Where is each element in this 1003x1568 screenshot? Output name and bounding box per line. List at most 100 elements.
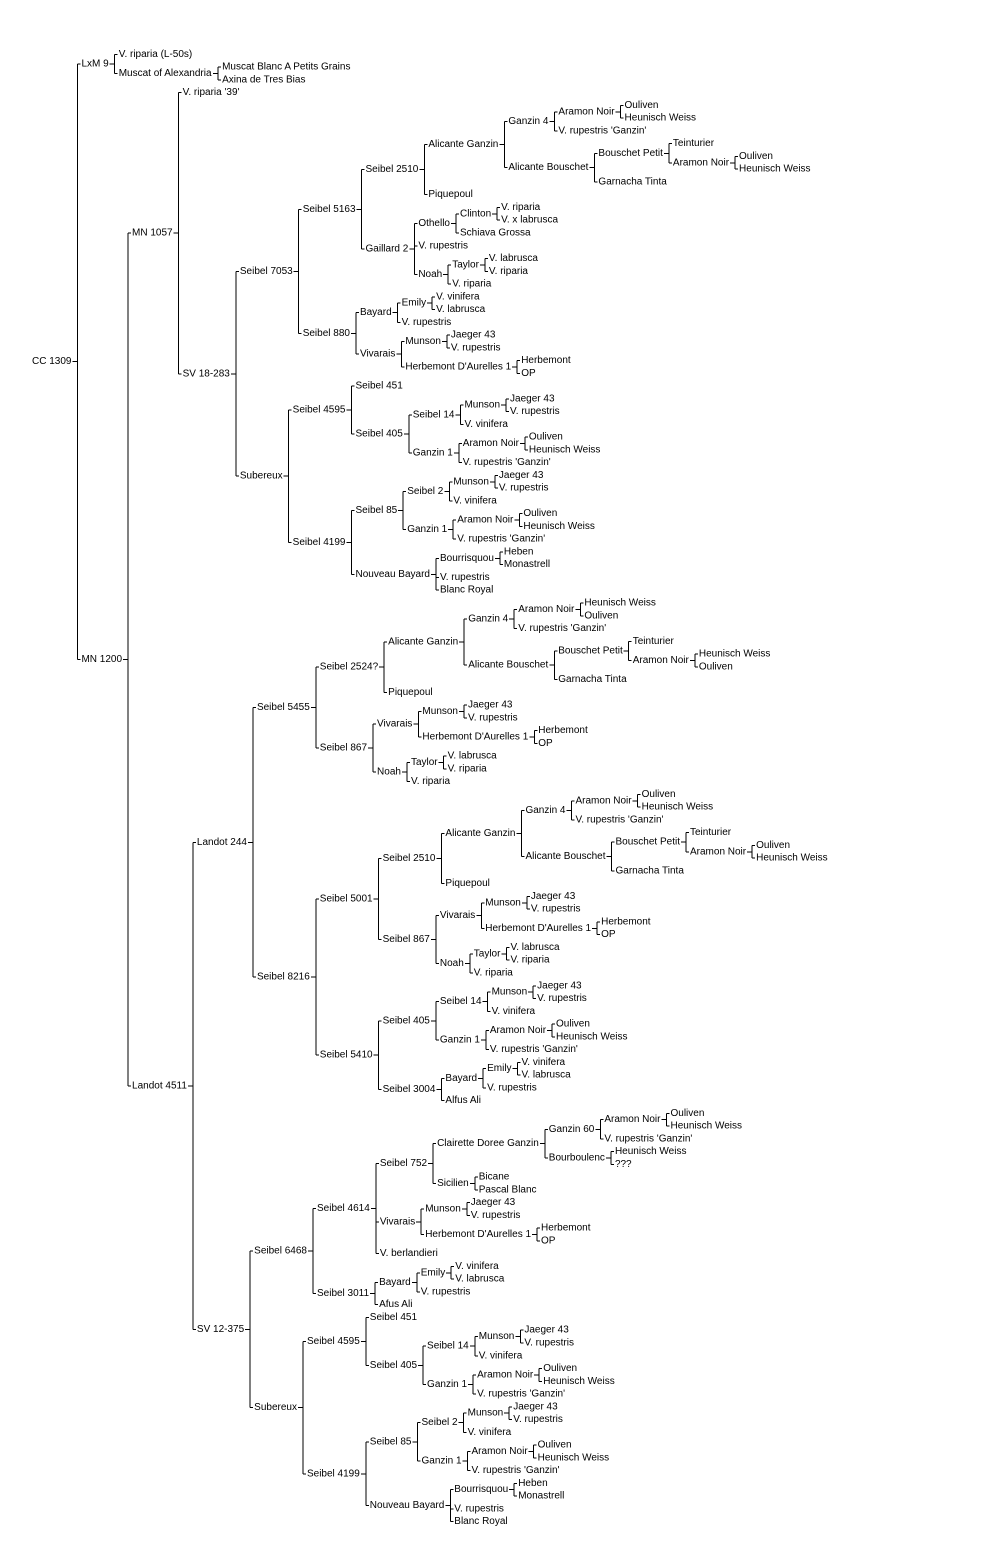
cultivar-aramon-noir: Aramon Noir: [457, 515, 514, 526]
cultivar-ouliven: Ouliven: [584, 610, 618, 621]
cultivar-jaeger-43: Jaeger 43: [451, 330, 496, 341]
cultivar-bayard: Bayard: [445, 1073, 477, 1084]
cultivar-v-vinifera: V. vinifera: [436, 291, 480, 302]
cultivar-heunisch-weiss: Heunisch Weiss: [699, 649, 771, 660]
cultivar-v-rupestris: V. rupestris: [531, 904, 581, 915]
cultivar-gaillard-2: Gaillard 2: [366, 243, 409, 254]
cultivar-seibel-867: Seibel 867: [320, 743, 368, 754]
cultivar-ganzin-1: Ganzin 1: [421, 1456, 461, 1467]
cultivar-mn-1200: MN 1200: [81, 654, 122, 665]
cultivar-bicane: Bicane: [479, 1172, 510, 1183]
cultivar-v-riparia: V. riparia: [510, 955, 550, 966]
cultivar-ouliven: Ouliven: [642, 789, 676, 800]
cultivar-heunisch-weiss: Heunisch Weiss: [556, 1031, 628, 1042]
cultivar-emily: Emily: [402, 298, 426, 309]
cultivar-teinturier: Teinturier: [690, 827, 732, 838]
cultivar-bourrisquou: Bourrisquou: [454, 1484, 508, 1495]
cultivar-v-vinifera: V. vinifera: [464, 419, 508, 430]
cultivar-ouliven: Ouliven: [529, 432, 563, 443]
cultivar-v-riparia-l-50s: V. riparia (L-50s): [119, 49, 193, 60]
cultivar-heunisch-weiss: Heunisch Weiss: [625, 113, 697, 124]
cultivar-v-rupestris-ganzin: V. rupestris 'Ganzin': [463, 457, 551, 468]
cultivar-bouschet-petit: Bouschet Petit: [558, 645, 623, 656]
cultivar-alicante-bouschet: Alicante Bouschet: [508, 162, 588, 173]
cultivar-v-riparia: V. riparia: [489, 266, 529, 277]
cultivar-v-vinifera: V. vinifera: [468, 1427, 512, 1438]
cultivar-muscat-of-alexandria: Muscat of Alexandria: [119, 68, 212, 79]
cultivar-v-riparia: V. riparia: [501, 202, 541, 213]
cultivar-nouveau-bayard: Nouveau Bayard: [370, 1500, 445, 1511]
cultivar-v-rupestris: V. rupestris: [487, 1082, 537, 1093]
cultivar-v-vinifera: V. vinifera: [455, 1261, 499, 1272]
cultivar-seibel-5410: Seibel 5410: [320, 1050, 373, 1061]
cultivar-seibel-4199: Seibel 4199: [293, 537, 346, 548]
cultivar-taylor: Taylor: [474, 948, 501, 959]
cultivar-garnacha-tinta: Garnacha Tinta: [598, 176, 667, 187]
cultivar-v-rupestris: V. rupestris: [524, 1338, 574, 1349]
cultivar-monastrell: Monastrell: [518, 1491, 564, 1502]
cultivar-v-vinifera: V. vinifera: [479, 1350, 523, 1361]
cultivar-v-rupestris: V. rupestris: [471, 1210, 521, 1221]
cultivar-sicilien: Sicilien: [437, 1178, 469, 1189]
cultivar-jaeger-43: Jaeger 43: [537, 980, 582, 991]
cultivar-ouliven: Ouliven: [739, 151, 773, 162]
cultivar-herbemont-d-aurelles-1: Herbemont D'Aurelles 1: [405, 361, 511, 372]
cultivar-sv-12-375: SV 12-375: [197, 1324, 245, 1335]
cultivar-v-labrusca: V. labrusca: [522, 1070, 572, 1081]
cultivar-munson: Munson: [492, 987, 528, 998]
cultivar-herbemont: Herbemont: [521, 355, 571, 366]
cultivar-garnacha-tinta: Garnacha Tinta: [558, 674, 627, 685]
cultivar-alicante-bouschet: Alicante Bouschet: [468, 660, 548, 671]
cultivar-seibel-6468: Seibel 6468: [254, 1246, 307, 1257]
cultivar-v-riparia-39: V. riparia '39': [183, 87, 240, 98]
cultivar-alicante-ganzin: Alicante Ganzin: [428, 139, 498, 150]
cultivar-muscat-blanc-a-petits-grains: Muscat Blanc A Petits Grains: [222, 62, 350, 73]
cultivar-v-rupestris: V. rupestris: [510, 406, 560, 417]
cultivar-v-rupestris-ganzin: V. rupestris 'Ganzin': [472, 1465, 560, 1476]
cultivar-v-labrusca: V. labrusca: [510, 942, 560, 953]
cultivar-jaeger-43: Jaeger 43: [513, 1401, 558, 1412]
cultivar-aramon-noir: Aramon Noir: [575, 795, 632, 806]
cultivar-v-rupestris: V. rupestris: [454, 1503, 504, 1514]
cultivar-herbemont-d-aurelles-1: Herbemont D'Aurelles 1: [485, 923, 591, 934]
cultivar-v-riparia: V. riparia: [448, 763, 488, 774]
cultivar-v-rupestris: V. rupestris: [418, 240, 468, 251]
cultivar-seibel-7053: Seibel 7053: [240, 266, 293, 277]
cultivar-heunisch-weiss: Heunisch Weiss: [671, 1121, 743, 1132]
cultivar-heunisch-weiss: Heunisch Weiss: [756, 853, 828, 864]
cultivar-herbemont: Herbemont: [538, 725, 588, 736]
cultivar-emily: Emily: [421, 1267, 445, 1278]
cultivar-landot-4511: Landot 4511: [132, 1080, 187, 1091]
cultivar-garnacha-tinta: Garnacha Tinta: [616, 865, 685, 876]
cultivar-v-rupestris: V. rupestris: [537, 993, 587, 1004]
cultivar-munson: Munson: [468, 1408, 504, 1419]
cultivar-clinton: Clinton: [460, 208, 491, 219]
cultivar-v-vinifera: V. vinifera: [453, 495, 497, 506]
cultivar-ganzin-4: Ganzin 4: [508, 116, 548, 127]
cultivar-alicante-ganzin: Alicante Ganzin: [388, 637, 458, 648]
cultivar-seibel-3004: Seibel 3004: [383, 1084, 436, 1095]
cultivar-v-x-labrusca: V. x labrusca: [501, 215, 558, 226]
cultivar-aramon-noir: Aramon Noir: [690, 846, 747, 857]
cultivar-blanc-royal: Blanc Royal: [440, 585, 493, 596]
cultivar-seibel-2: Seibel 2: [421, 1417, 458, 1428]
cultivar-alfus-ali: Alfus Ali: [445, 1095, 481, 1106]
cultivar-jaeger-43: Jaeger 43: [524, 1325, 569, 1336]
cultivar-aramon-noir: Aramon Noir: [518, 604, 575, 615]
cultivar-taylor: Taylor: [411, 757, 438, 768]
cultivar-v-labrusca: V. labrusca: [489, 253, 539, 264]
cultivar-munson: Munson: [453, 476, 489, 487]
cultivar-v-rupestris-ganzin: V. rupestris 'Ganzin': [604, 1133, 692, 1144]
cultivar-aramon-noir: Aramon Noir: [604, 1114, 661, 1125]
cultivar-ganzin-1: Ganzin 1: [407, 524, 447, 535]
cultivar-op: OP: [541, 1235, 556, 1246]
cultivar-seibel-451: Seibel 451: [370, 1312, 418, 1323]
cultivar-v-vinifera: V. vinifera: [522, 1057, 566, 1068]
cultivar-schiava-grossa: Schiava Grossa: [460, 228, 531, 239]
cultivar-clairette-doree-ganzin: Clairette Doree Ganzin: [437, 1138, 539, 1149]
cultivar-seibel-880: Seibel 880: [303, 328, 351, 339]
cultivar-ganzin-4: Ganzin 4: [468, 613, 508, 624]
cultivar-landot-244: Landot 244: [197, 837, 247, 848]
cultivar-seibel-3011: Seibel 3011: [317, 1288, 370, 1299]
